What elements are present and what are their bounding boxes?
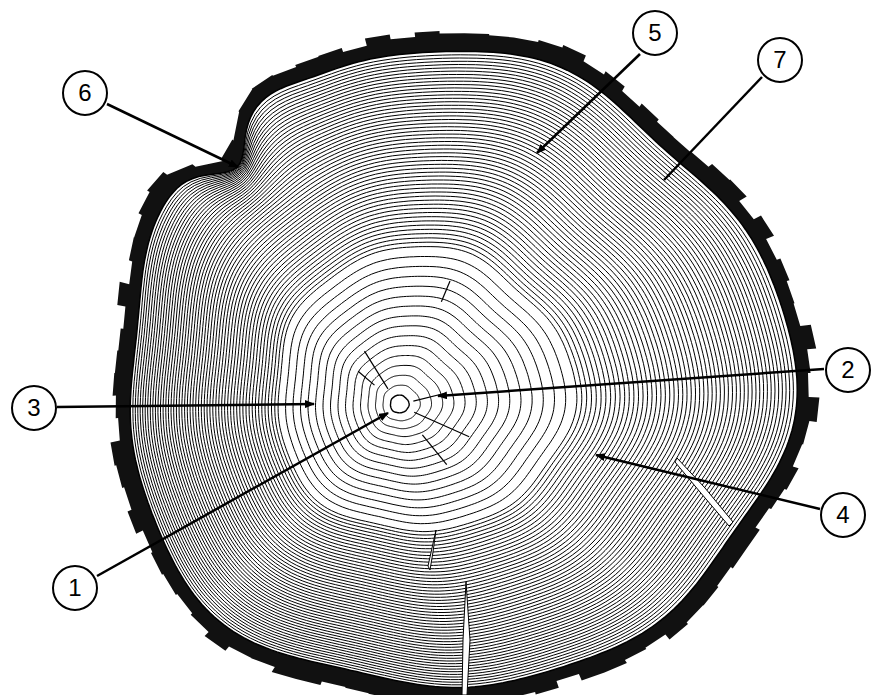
wood-ray (365, 351, 388, 389)
growth-ring (143, 68, 779, 675)
callout-number: 7 (773, 48, 786, 72)
wood-ray (413, 393, 444, 401)
rays-and-cracks (358, 281, 733, 695)
wood-surface (130, 51, 797, 687)
growth-ring (155, 85, 759, 662)
growth-ring (240, 196, 634, 572)
growth-ring (383, 385, 420, 421)
crack (462, 582, 470, 695)
leader-line (107, 104, 238, 167)
growth-ring (316, 296, 522, 492)
growth-ring (308, 286, 532, 500)
growth-ring (150, 78, 767, 667)
wood-ray (414, 412, 469, 437)
callout-number: 1 (68, 576, 81, 600)
crack (428, 530, 436, 570)
growth-ring (182, 120, 721, 634)
growth-ring (243, 200, 629, 569)
growth-ring (259, 221, 606, 552)
leader-line (537, 54, 640, 153)
growth-ring (190, 130, 708, 624)
growth-ring (193, 134, 704, 621)
growth-ring (237, 192, 639, 575)
growth-ring (346, 336, 477, 461)
wood (130, 51, 797, 687)
crack (675, 458, 733, 526)
bark (111, 31, 820, 695)
bark-outline (111, 31, 820, 695)
growth-ring (163, 95, 748, 653)
leader-line (664, 77, 762, 180)
growth-rings (133, 55, 794, 685)
growth-ring (166, 98, 745, 650)
wood-ray (422, 435, 446, 465)
growth-ring (138, 61, 786, 679)
growth-ring (174, 109, 733, 642)
growth-ring (196, 138, 700, 619)
callout-number: 3 (27, 396, 40, 420)
growth-ring (171, 105, 736, 644)
growth-ring (338, 326, 487, 469)
growth-ring (323, 306, 510, 484)
callout-circle: 5 (632, 10, 678, 56)
callout-number: 4 (836, 503, 849, 527)
growth-ring (391, 395, 410, 413)
wood-ray (358, 371, 374, 385)
growth-ring (368, 365, 443, 436)
growth-ring (246, 204, 625, 565)
leader-line (97, 413, 388, 576)
callout-number: 2 (841, 358, 854, 382)
growth-ring (133, 55, 794, 685)
callout-circle: 6 (62, 70, 108, 116)
growth-ring (176, 112, 728, 639)
growth-ring (331, 316, 499, 476)
growth-ring (135, 58, 789, 682)
callout-circle: 7 (757, 37, 803, 83)
callout-circle: 2 (825, 347, 871, 393)
callout-circle: 4 (820, 492, 866, 538)
wood-ray (441, 281, 450, 302)
growth-ring (353, 346, 465, 453)
growth-ring (199, 142, 696, 616)
growth-ring (179, 116, 724, 636)
callout-number: 5 (648, 21, 661, 45)
callout-circle: 1 (52, 565, 98, 611)
growth-ring (145, 71, 775, 672)
callout-circle: 3 (11, 385, 57, 431)
callout-number: 6 (78, 81, 91, 105)
leader-line (438, 369, 824, 396)
growth-ring (153, 81, 764, 664)
growth-ring (168, 102, 740, 648)
leader-line (57, 404, 314, 407)
growth-ring (140, 65, 782, 678)
leader-line (596, 455, 820, 509)
leader-lines (57, 54, 824, 576)
growth-ring (201, 145, 691, 612)
growth-ring (361, 356, 454, 445)
